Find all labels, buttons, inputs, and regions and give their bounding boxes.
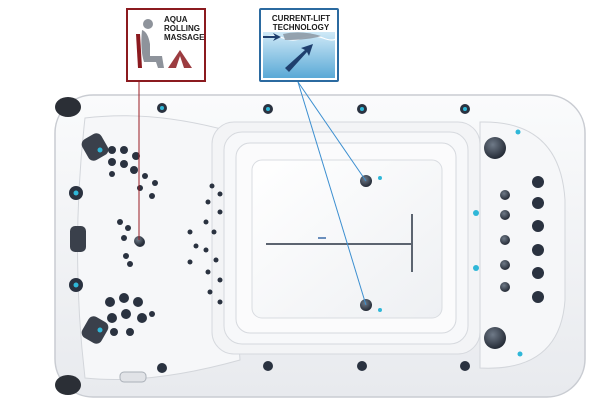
- rim-blue-lights: [160, 106, 467, 111]
- current-lift-technology-label: CURRENT-LIFT TECHNOLOGY: [263, 14, 339, 32]
- headrest-bottom: [81, 316, 109, 344]
- seat-jets-lower: [105, 293, 155, 336]
- bottom-rim-jets: [157, 361, 470, 373]
- seated-person-massage-icon: [136, 19, 192, 68]
- aqua-label-line-1: AQUA: [164, 15, 188, 24]
- current-label-line-1: CURRENT-LIFT: [271, 14, 331, 23]
- swim-well-floor: [251, 159, 443, 319]
- control-panel: [119, 371, 147, 383]
- aqua-label-line-2: ROLLING: [164, 24, 200, 33]
- current-label-line-2: TECHNOLOGY: [272, 23, 330, 32]
- corner-cap-top-left: [55, 97, 81, 117]
- corner-cap-bottom-left: [55, 375, 81, 395]
- left-blue-lights: [73, 147, 103, 333]
- headrest-top: [81, 133, 109, 161]
- current-lift-technology-badge: CURRENT-LIFT TECHNOLOGY: [259, 8, 339, 82]
- current-callout-line-upper: [297, 81, 367, 182]
- right-edge-star-jets: [532, 176, 544, 303]
- current-flow-arrow-icon: [262, 32, 337, 78]
- aqua-rolling-massage-badge: AQUA ROLLING MASSAGE: [126, 8, 206, 82]
- aqua-label-line-3: MASSAGE: [164, 33, 205, 42]
- current-lift-light-upper: [378, 176, 382, 180]
- seat-jets-side: [187, 183, 223, 305]
- right-wall-jets: [500, 190, 510, 292]
- corner-jet-top-right: [484, 137, 506, 159]
- current-callout-line-lower: [297, 81, 367, 306]
- right-blue-lights: [473, 129, 523, 357]
- seat-jets-upper: [108, 146, 158, 199]
- corner-jet-bottom-right: [484, 327, 506, 349]
- current-lift-light-lower: [378, 308, 382, 312]
- headrest-middle: [70, 226, 86, 252]
- aqua-rolling-jet: [134, 236, 144, 246]
- aqua-rolling-massage-label: AQUA ROLLING MASSAGE: [164, 15, 206, 42]
